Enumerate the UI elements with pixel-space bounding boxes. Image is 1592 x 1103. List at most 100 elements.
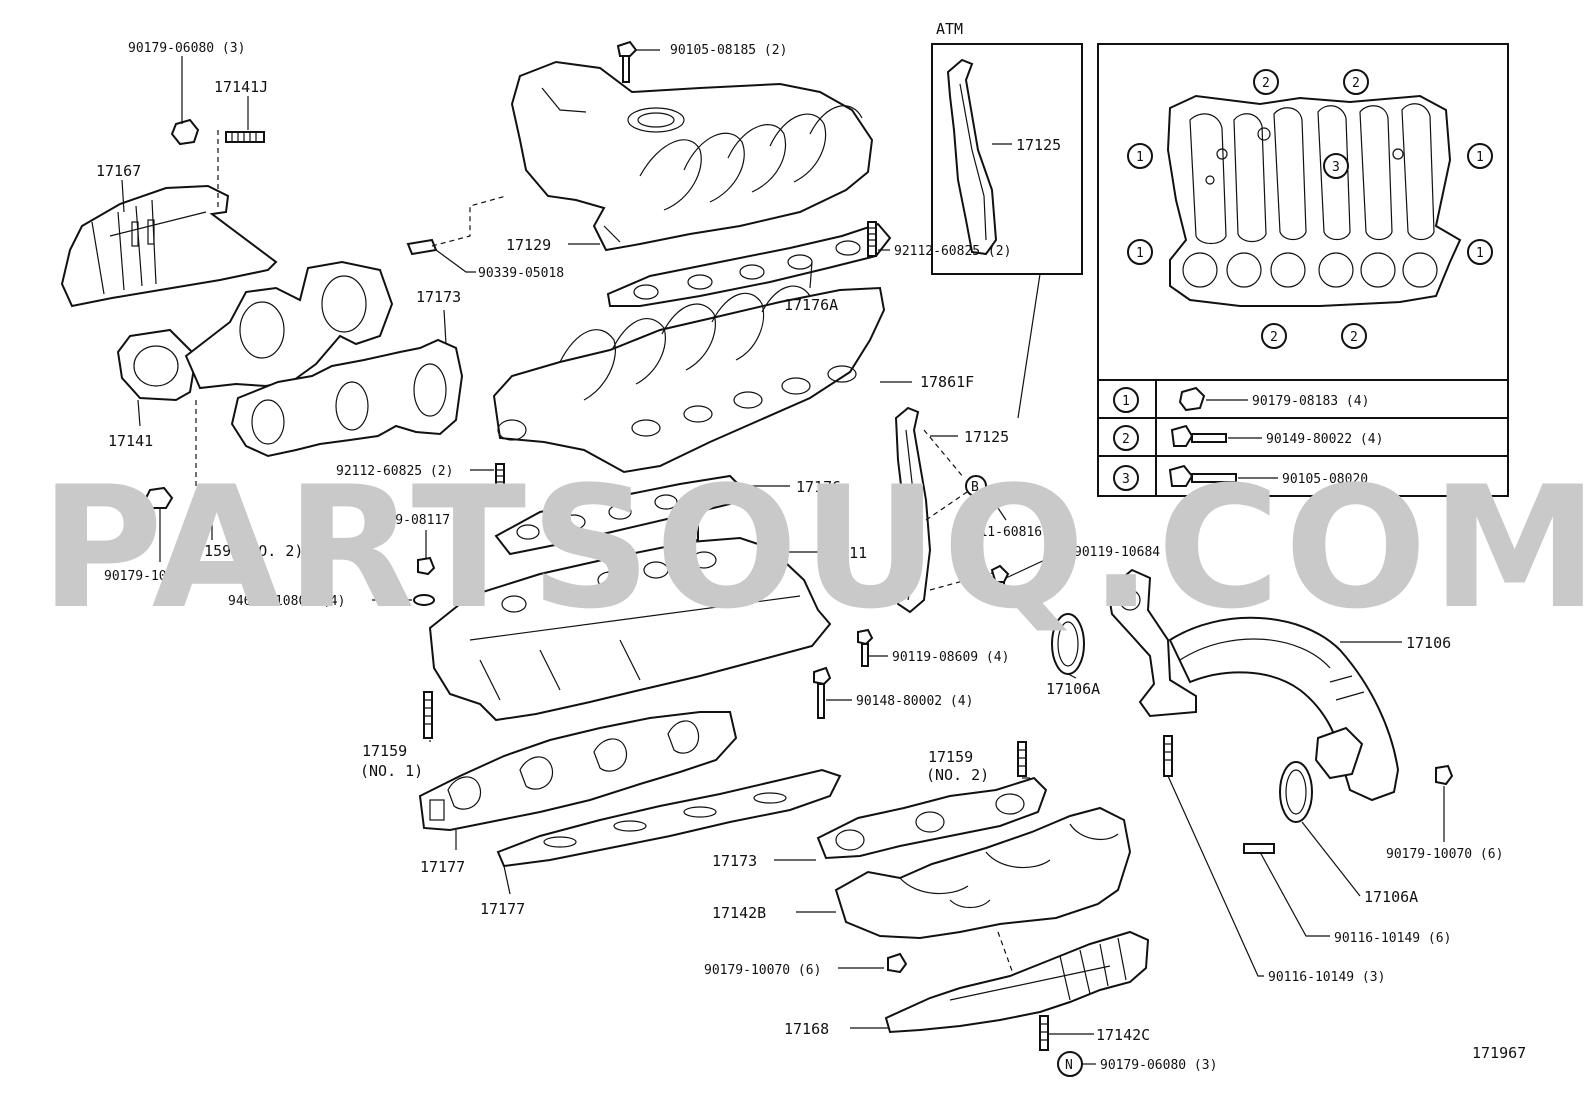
label-diagram-id: 171967 (1472, 1044, 1526, 1062)
label-90179-10070-bottom: 90179-10070 (6) (704, 963, 821, 978)
label-90179-10070-right: 90179-10070 (6) (1386, 847, 1503, 862)
label-17173-left: 17173 (416, 288, 461, 306)
label-90119-08609: 90119-08609 (4) (892, 650, 1009, 665)
nut-90179-10070-right (1435, 764, 1454, 786)
stud-17159-no2-right (1017, 741, 1027, 777)
gasket-17106A-right (1279, 761, 1313, 823)
callout-1-c: 1 (1136, 246, 1144, 261)
label-17159-no2-left: 17159 (NO. 2) (186, 542, 303, 560)
bolt-90105-08185 (616, 40, 638, 83)
gasket-17173-right (816, 776, 1048, 860)
atm-box (931, 43, 1083, 275)
nut-90179-08117 (417, 556, 436, 576)
nut-90179-10070-bottom (887, 952, 908, 974)
label-17167: 17167 (96, 162, 141, 180)
label-94623-10800: 94623-10800 (4) (228, 594, 345, 609)
legend-num-3: 3 (1122, 472, 1130, 487)
gasket-17177-a (418, 711, 738, 832)
callout-letters: B N 2 2 1 1 3 1 1 2 2 1 2 3 90179-08183 … (971, 76, 1484, 1073)
stud-92112-60825-left (495, 463, 505, 499)
label-17125: 17125 (964, 428, 1009, 446)
label-17159-no2-right: 17159 (928, 748, 973, 766)
exhaust-manifold-17142B (834, 806, 1132, 940)
label-90179-08117: 90179-08117 (4) (364, 513, 481, 528)
label-90179-10070-left: 90179-10070 (6) (104, 569, 221, 584)
label-90116-10149-6: 90116-10149 (6) (1334, 931, 1451, 946)
washer-94623-10800 (413, 594, 435, 606)
callout-b: B (971, 480, 979, 495)
label-17106A-left: 17106A (1046, 680, 1100, 698)
stud-17159-no2-left (201, 501, 239, 512)
label-92112-60825-left: 92112-60825 (2) (336, 464, 453, 479)
gasket-17173-left (230, 338, 464, 458)
intake-manifold-17861F (492, 285, 886, 474)
label-90119-10684: 90119-10684 (1074, 545, 1160, 560)
label-17176: 17176 (796, 478, 841, 496)
heat-insulator-17168 (884, 930, 1150, 1034)
stud-17142C (1039, 1015, 1049, 1051)
callout-1-a: 1 (1136, 150, 1144, 165)
label-90339-05018: 90339-05018 (478, 266, 564, 281)
label-92112-60825-right: 92112-60825 (2) (894, 244, 1011, 259)
bolt-90119-08609 (857, 628, 874, 667)
nut-90179-06080-top (170, 118, 219, 210)
bolt-90148-80002 (813, 666, 832, 719)
callout-2-b: 2 (1352, 76, 1360, 91)
label-17159-no2-right-sub: (NO. 2) (926, 766, 989, 784)
callout-1-b: 1 (1476, 150, 1484, 165)
label-91511-60816: 91511-60816 (956, 525, 1042, 540)
watermark: PARTSOUQ.COM (40, 450, 1592, 646)
callout-2-a: 2 (1262, 76, 1270, 91)
intake-manifold-17111 (428, 513, 832, 722)
label-17129: 17129 (506, 236, 551, 254)
intake-plenum-17129 (510, 60, 874, 252)
label-17106A-right: 17106A (1364, 888, 1418, 906)
label-17111: 17111 (822, 544, 867, 562)
label-90148-80002: 90148-80002 (4) (856, 694, 973, 709)
label-90116-10149-3: 90116-10149 (3) (1268, 970, 1385, 985)
label-17173-right: 17173 (712, 852, 757, 870)
callout-1-d: 1 (1476, 246, 1484, 261)
callout-2-c: 2 (1270, 330, 1278, 345)
gasket-17177-b (496, 768, 842, 868)
label-90179-06080-top: 90179-06080 (3) (128, 41, 245, 56)
stud-90116-10149-3 (1163, 735, 1173, 777)
legend-part-3: 90105-08020 (1282, 472, 1368, 487)
nut-90179-10070-left (144, 486, 174, 509)
leader-lines (121, 49, 1445, 1065)
label-17168: 17168 (784, 1020, 829, 1038)
label-17141J: 17141J (214, 78, 268, 96)
stud-90116-10149-6 (1243, 843, 1275, 854)
legend-part-2: 90149-80022 (4) (1266, 432, 1383, 447)
label-17177-b: 17177 (480, 900, 525, 918)
label-90179-06080-bottom: 90179-06080 (3) (1100, 1058, 1217, 1073)
label-17142C: 17142C (1096, 1026, 1150, 1044)
bracket-17125 (894, 406, 997, 614)
callout-b-circle (965, 475, 987, 497)
callout-2-d: 2 (1350, 330, 1358, 345)
label-17177-a: 17177 (420, 858, 465, 876)
stud-17159-no1 (423, 691, 433, 739)
label-atm: ATM (936, 20, 963, 38)
label-17176A: 17176A (784, 296, 838, 314)
stud-17141J (225, 131, 265, 143)
label-17125-atm: 17125 (1016, 136, 1061, 154)
legend-num-2: 2 (1122, 432, 1130, 447)
label-17159-no1: 17159 (362, 742, 407, 760)
exhaust-pipe-17106 (1106, 568, 1400, 802)
hose-90339-05018 (406, 195, 507, 256)
fastener-legend-box (1097, 43, 1509, 497)
gasket-17176 (494, 474, 746, 556)
label-17141: 17141 (108, 432, 153, 450)
exhaust-manifold-17141 (116, 260, 394, 402)
legend-num-1: 1 (1122, 394, 1130, 409)
heat-insulator-17167 (60, 184, 278, 308)
label-17142B: 17142B (712, 904, 766, 922)
label-17106: 17106 (1406, 634, 1451, 652)
stud-92112-60825-right (867, 221, 877, 257)
label-17159-no1-sub: (NO. 1) (360, 762, 423, 780)
callout-3: 3 (1332, 160, 1340, 175)
label-90105-08185: 90105-08185 (2) (670, 43, 787, 58)
label-17861F: 17861F (920, 373, 974, 391)
